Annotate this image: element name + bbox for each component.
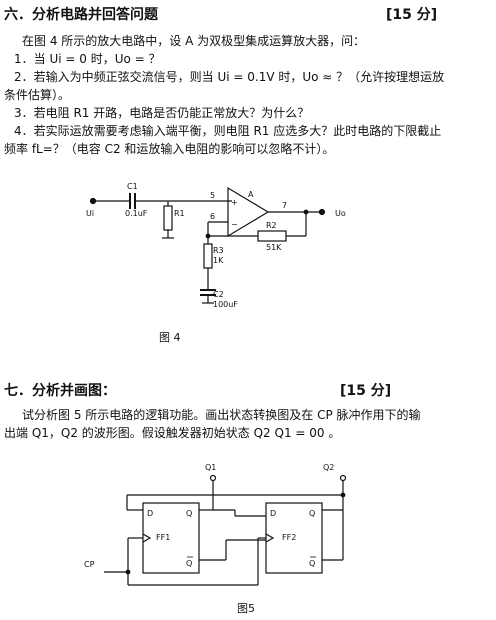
r2-label: R2 [266, 221, 277, 230]
ff1-d-label: D [147, 509, 153, 518]
ff2-block [265, 502, 323, 574]
ff1-q-label: Q [186, 509, 192, 518]
ff1-block [142, 502, 200, 574]
r2-value: 51K [266, 243, 282, 252]
section6-title: 六．分析电路并回答问题 [4, 7, 158, 23]
figure-4-caption: 图 4 [159, 331, 181, 344]
section7-title: 七．分析并画图： [4, 383, 116, 399]
ff2-name: FF2 [282, 533, 296, 542]
r1-resistor [163, 205, 173, 231]
opamp-a-label: A [248, 190, 254, 199]
c2-label: C2 [213, 290, 224, 299]
section6-intro: 在图 4 所示的放大电路中，设 A 为双极型集成运算放大器，问： [22, 34, 366, 48]
q2-output-label: Q2 [323, 463, 334, 472]
section6-score: [15 分] [386, 7, 438, 23]
ff1-qbar-label: Q [186, 559, 192, 568]
section7-text-line2: 出端 Q1，Q2 的波形图。假设触发器初始状态 Q2 Q1 = 00 。 [4, 426, 341, 440]
figure-5-caption: 图5 [237, 602, 255, 615]
question-4-line2: 频率 fL=？（电容 C2 和运放输入电阻的影响可以忽略不计）。 [4, 142, 335, 156]
uo-label: Uo [335, 209, 346, 218]
ff2-d-label: D [270, 509, 276, 518]
uo-terminal [318, 208, 326, 216]
question-2-line1: 2．若输入为中频正弦交流信号，则当 Ui = 0.1V 时，Uo ≈ ？（允许按… [14, 70, 445, 84]
question-3: 3．若电阻 R1 开路，电路是否仍能正常放大？为什么？ [14, 106, 310, 120]
ff2-qbar-label: Q [309, 559, 315, 568]
cp-label: CP [84, 560, 95, 569]
r1-label: R1 [174, 209, 185, 218]
r2-resistor [257, 230, 287, 242]
ff1-name: FF1 [156, 533, 170, 542]
ui-label: Ui [86, 209, 94, 218]
question-1: 1．当 Ui = 0 时，Uo = ？ [14, 52, 161, 66]
pin-6-label: 6 [210, 212, 215, 221]
c1-value: 0.1uF [125, 209, 148, 218]
pin-5-label: 5 [210, 191, 215, 200]
plus-label: + [231, 198, 238, 207]
pin-7-label: 7 [282, 201, 287, 210]
r3-value: 1K [213, 256, 224, 265]
ui-terminal [89, 197, 97, 205]
c1-label: C1 [127, 182, 138, 191]
op-amp-triangle [227, 186, 270, 238]
r3-label: R3 [213, 246, 224, 255]
section7-text-line1: 试分析图 5 所示电路的逻辑功能。画出状态转换图及在 CP 脉冲作用下的输 [22, 408, 421, 422]
section7-score: [15 分] [340, 383, 392, 399]
q1-output-label: Q1 [205, 463, 216, 472]
r3-resistor [203, 243, 213, 269]
question-2-line2: 条件估算）。 [4, 88, 71, 102]
minus-label: − [231, 220, 238, 229]
c2-value: 100uF [213, 300, 238, 309]
question-4-line1: 4．若实际运放需要考虑输入端平衡，则电阻 R1 应选多大？此时电路的下限截止 [14, 124, 442, 138]
ff2-q-label: Q [309, 509, 315, 518]
